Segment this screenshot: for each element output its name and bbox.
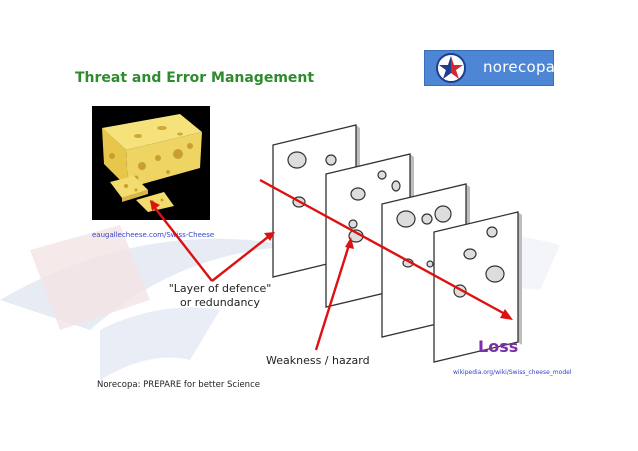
trajectory-arrowhead — [500, 309, 513, 320]
layer-pointer-arrow-2 — [211, 236, 269, 282]
layer-pointer-arrow-1 — [154, 207, 213, 282]
layer-of-defence-label: "Layer of defence" or redundancy — [168, 282, 272, 309]
norecopa-star-logo-icon — [436, 53, 466, 83]
weakness-pointer-arrowhead — [345, 237, 354, 249]
footer-text: Norecopa: PREPARE for better Science — [97, 380, 260, 390]
weakness-hazard-label: Weakness / hazard — [266, 354, 370, 367]
layer-pointer-arrowhead-1 — [150, 200, 160, 211]
norecopa-logo[interactable]: norecopa — [424, 50, 556, 86]
hazard-trajectory-arrow — [259, 178, 506, 316]
weakness-pointer-arrow — [314, 244, 351, 351]
loss-label: Loss — [478, 337, 519, 356]
logo-text: norecopa — [483, 58, 556, 76]
swiss-cheese-photo — [92, 106, 210, 220]
diagram-source-url[interactable]: wikipedia.org/wiki/Swiss_cheese_model — [453, 369, 572, 376]
layer-pointer-arrowhead-2 — [264, 232, 275, 241]
photo-source-url[interactable]: eaugallecheese.com/Swiss-Cheese — [92, 231, 215, 239]
page-title: Threat and Error Management — [75, 70, 315, 86]
defence-layer-4 — [433, 211, 522, 363]
